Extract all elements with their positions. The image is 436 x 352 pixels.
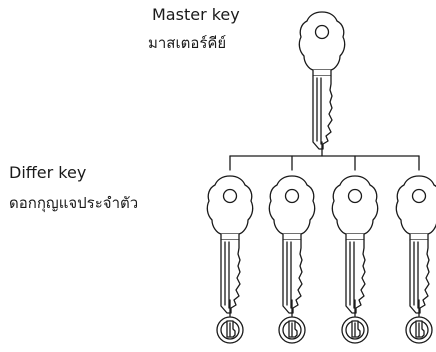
differ-key-icon-1 — [206, 175, 254, 314]
cylinder-lock-icon-2 — [278, 316, 306, 344]
connector-lines — [229, 141, 420, 171]
differ-key-icon-3 — [331, 175, 379, 314]
master-key-icon — [298, 11, 346, 150]
differ-key-icon-4 — [395, 175, 436, 314]
cylinder-lock-icon-4 — [405, 316, 433, 344]
lock-connectors — [229, 299, 420, 317]
differ-key-label-th: ดอกกุญแจประจำตัว — [9, 194, 139, 212]
differ-key-label-en: Differ key — [9, 163, 87, 182]
differ-key-icon-2 — [268, 175, 316, 314]
master-key-label-en: Master key — [152, 5, 240, 24]
master-key-label-th: มาสเตอร์คีย์ — [148, 34, 227, 52]
cylinder-lock-icon-3 — [341, 316, 369, 344]
cylinder-lock-icon-1 — [216, 316, 244, 344]
